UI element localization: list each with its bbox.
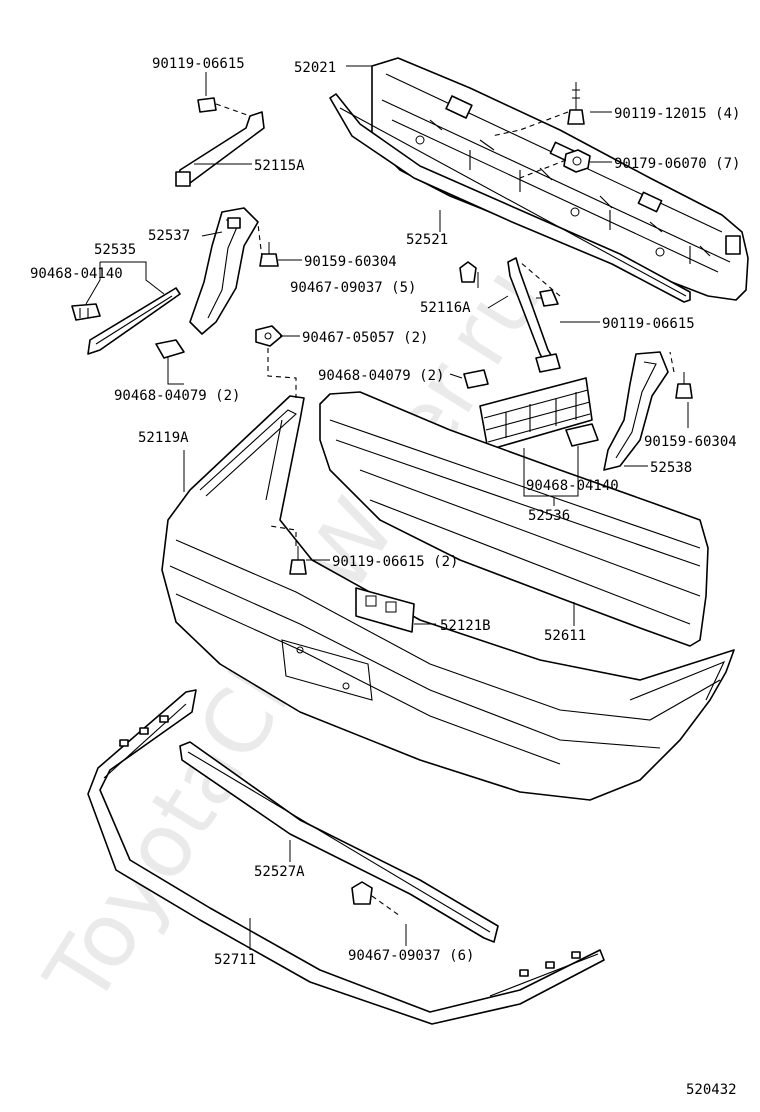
label-52538: 52538 (650, 460, 692, 476)
bracket-52121B (355, 587, 415, 633)
retainer-52521 (329, 93, 691, 303)
label-90468-04140-left: 90468-04140 (30, 266, 123, 282)
label-52521: 52521 (406, 232, 448, 248)
bolt-90119-06615-right (536, 289, 559, 307)
label-52536: 52536 (528, 508, 570, 524)
label-90468-04079-mid: 90468-04079 (2) (318, 368, 444, 384)
bolt-90119-06615-2 (289, 546, 307, 575)
clip-90468-04140-mid (565, 423, 599, 447)
clip-90467-05057 (255, 325, 283, 347)
label-52116A: 52116A (420, 300, 471, 316)
absorber-52611 (319, 391, 709, 647)
part-labels: 90119-06615 52021 90119-12015 (4) 52115A… (30, 56, 740, 1098)
bracket-52538 (603, 351, 669, 471)
label-90119-06615-2: 90119-06615 (2) (332, 554, 458, 570)
label-90119-12015: 90119-12015 (4) (614, 106, 740, 122)
label-90468-04079-left: 90468-04079 (2) (114, 388, 240, 404)
screw-90159-60304-right (675, 372, 693, 399)
clip-90467-09037-5 (459, 261, 477, 283)
label-52537: 52537 (148, 228, 190, 244)
label-90159-60304-right: 90159-60304 (644, 434, 737, 450)
label-52121B: 52121B (440, 618, 491, 634)
clip-90467-09037-6 (351, 881, 373, 905)
stay-52116A (507, 257, 561, 373)
bolt-90119-12015 (567, 82, 585, 125)
reinforcement-52021 (371, 57, 749, 301)
label-90159-60304-left: 90159-60304 (304, 254, 397, 270)
label-90467-09037-6: 90467-09037 (6) (348, 948, 474, 964)
clip-90468-04079-left (155, 339, 185, 359)
label-52527A: 52527A (254, 864, 305, 880)
label-52711: 52711 (214, 952, 256, 968)
label-52119A: 52119A (138, 430, 189, 446)
label-52021: 52021 (294, 60, 336, 76)
assembly-lines (215, 103, 675, 917)
spoiler-52711 (87, 689, 605, 1025)
label-90119-06615-right: 90119-06615 (602, 316, 695, 332)
retainer-52535 (71, 287, 181, 355)
label-52611: 52611 (544, 628, 586, 644)
label-52535: 52535 (94, 242, 136, 258)
label-90468-04140-mid: 90468-04140 (526, 478, 619, 494)
bolt-90119-06615-top (197, 90, 217, 113)
clip-90468-04079-mid (463, 369, 489, 389)
screw-90159-60304-left (259, 242, 279, 267)
bracket-52537 (189, 207, 259, 335)
label-90119-06615-top: 90119-06615 (152, 56, 245, 72)
stay-52115A (175, 111, 265, 187)
label-90179-06070: 90179-06070 (7) (614, 156, 740, 172)
label-90467-05057: 90467-05057 (2) (302, 330, 428, 346)
leader-lines (85, 65, 689, 950)
retainer-52536 (479, 377, 593, 451)
nut-90179-06070 (563, 149, 591, 173)
label-52115A: 52115A (254, 158, 305, 174)
diagram-code: 520432 (686, 1082, 737, 1098)
retainer-52527A (179, 741, 499, 943)
bumper-cover-52119A (161, 395, 735, 801)
label-90467-09037-5: 90467-09037 (5) (290, 280, 416, 296)
